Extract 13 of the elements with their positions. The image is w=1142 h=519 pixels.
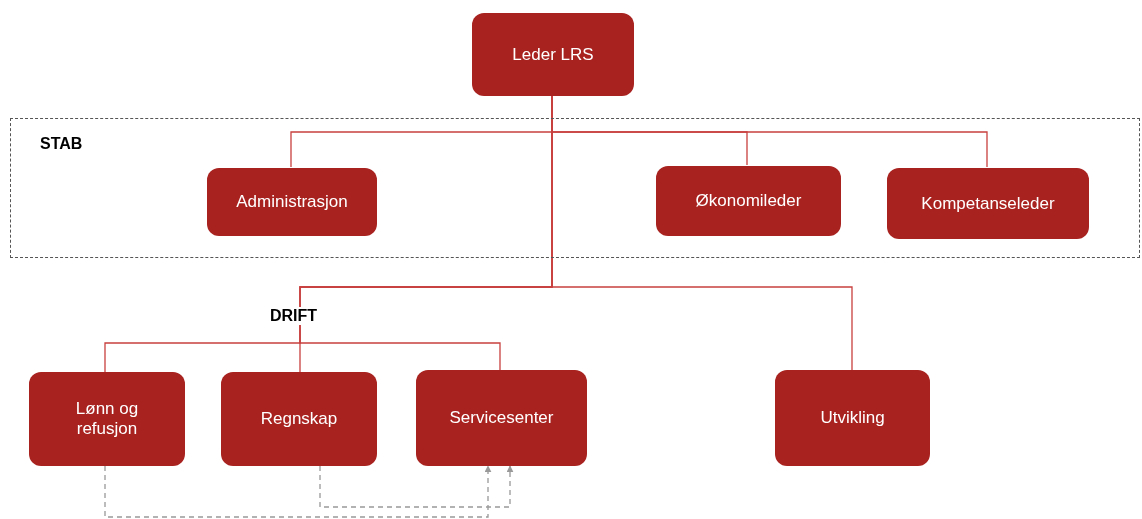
org-unit-box: Leder LRS [472,13,634,96]
arrow [104,465,492,518]
org-unit-box: Utvikling [775,370,930,466]
arrow [319,465,514,508]
org-unit-box: Servicesenter [416,370,587,466]
group-heading: DRIFT [268,307,320,325]
org-unit-box: Administrasjon [207,168,377,236]
org-unit-box: Kompetanseleder [887,168,1089,239]
org-unit-box: Økonomileder [656,166,841,236]
group-heading: STAB [40,135,83,153]
staff-group-band [10,118,1140,258]
org-unit-box: Lønn og refusjon [29,372,185,466]
org-unit-box: Regnskap [221,372,377,466]
